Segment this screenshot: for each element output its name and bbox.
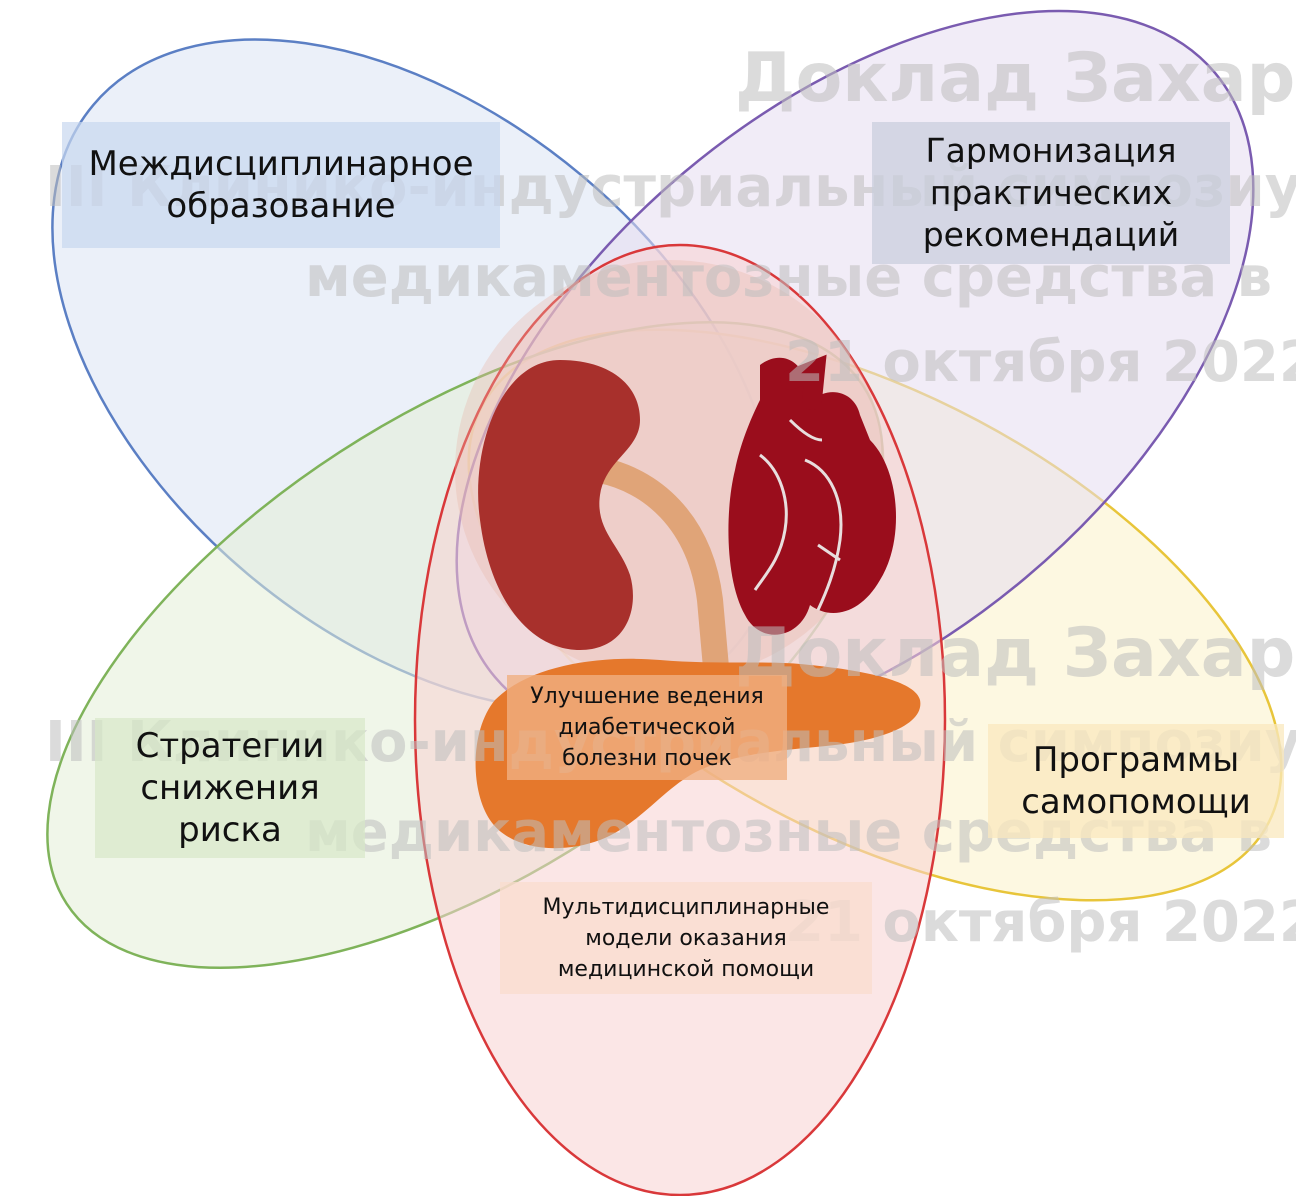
risk-label: Стратегии снижения риска (95, 718, 365, 858)
education-label: Междисциплинарное образование (62, 122, 500, 248)
selfhelp-label: Программы самопомощи (988, 724, 1284, 838)
harmonization-label: Гармонизация практических рекомендаций (872, 122, 1230, 264)
watermark-line-1b: Доклад Захаровой (735, 620, 1296, 688)
watermark-line-1a: Доклад Захаровой (735, 45, 1296, 113)
multidisciplinary-label: Мультидисциплинарные модели оказания мед… (500, 882, 872, 994)
center-label: Улучшение ведения диабетической болезни … (507, 675, 787, 780)
watermark-line-4a: 21 октября 2022 (785, 335, 1296, 391)
